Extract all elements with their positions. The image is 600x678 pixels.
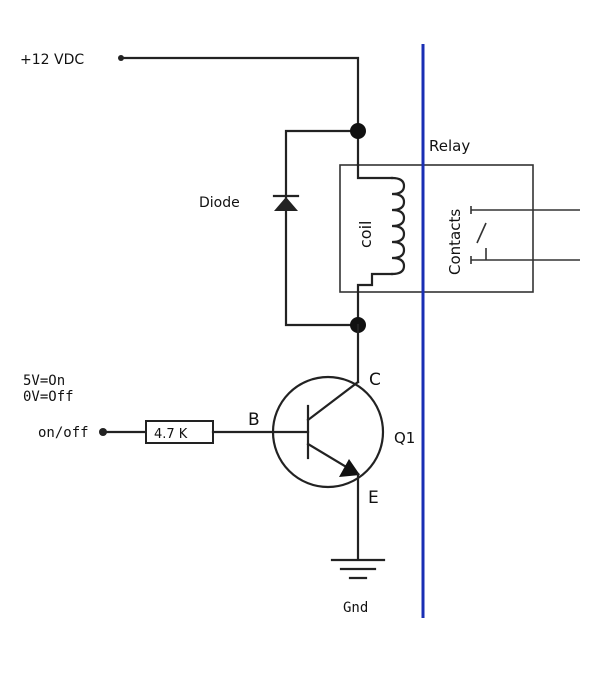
coil-top-lead xyxy=(356,163,394,180)
relay-box xyxy=(339,164,534,293)
supply-wire xyxy=(119,56,360,133)
coil-label: coil xyxy=(356,221,375,248)
contacts-label: Contacts xyxy=(446,209,464,275)
diode-symbol xyxy=(272,194,300,211)
ground-label: Gnd xyxy=(343,600,368,616)
coil-bottom-lead xyxy=(356,272,394,327)
diode-loop-wire xyxy=(284,129,360,327)
relay-label: Relay xyxy=(429,137,470,155)
relay-contacts-symbol xyxy=(470,206,580,264)
emitter-label: E xyxy=(368,488,379,508)
junction-dot-top xyxy=(350,123,366,139)
diode-label: Diode xyxy=(199,195,240,211)
base-label: B xyxy=(248,410,260,430)
off-level-label: 0V=Off xyxy=(23,389,74,405)
on-level-label: 5V=On xyxy=(23,373,65,389)
coil-winding xyxy=(390,176,406,276)
input-label: on/off xyxy=(38,425,89,441)
collector-label: C xyxy=(369,370,381,390)
resistor-label: 4.7 K xyxy=(154,427,188,442)
ground-symbol xyxy=(330,558,386,580)
transistor-label: Q1 xyxy=(394,429,415,447)
supply-label: +12 VDC xyxy=(20,52,84,68)
